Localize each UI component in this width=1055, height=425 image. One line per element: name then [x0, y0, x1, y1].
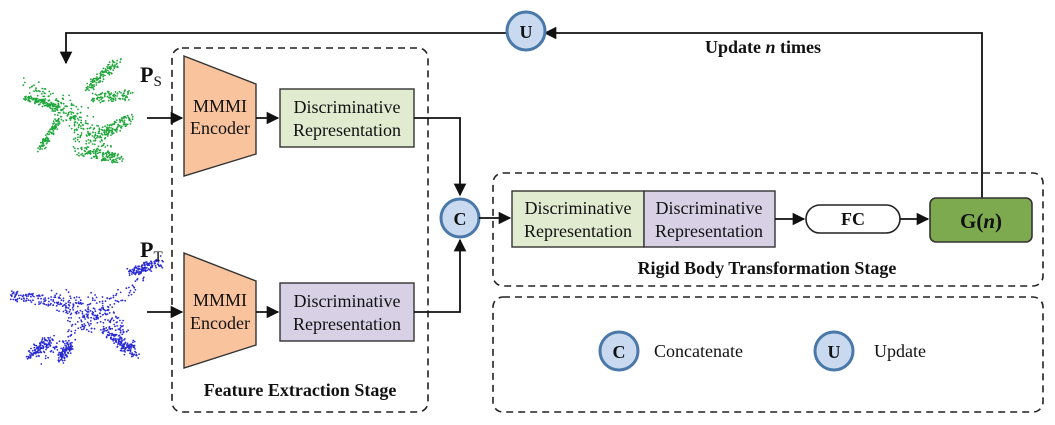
source-repr-line2: Representation [293, 120, 401, 140]
target-label: PT [140, 237, 163, 265]
feature-extraction-stage-box [171, 47, 429, 413]
concat-node: C [439, 197, 481, 239]
legend-box [492, 296, 1044, 413]
source-point-cloud-icon [22, 58, 134, 164]
target-representation: Discriminative Representation [279, 282, 415, 342]
source-representation: Discriminative Representation [279, 88, 415, 148]
legend-update-letter: U [828, 342, 841, 362]
update-node: U [505, 10, 547, 52]
target-encoder: MMMI Encoder [183, 251, 257, 369]
target-repr-line2: Representation [293, 314, 401, 334]
source-to-concat-line [414, 117, 467, 197]
rigid-body-stage-box [492, 172, 1044, 287]
fc-label: FC [841, 209, 865, 229]
rigid-repr-t-line1: Discriminative [656, 198, 763, 218]
source-encoder-line2: Encoder [190, 118, 250, 138]
feature-stage-title: Feature Extraction Stage [204, 380, 397, 400]
feedback-label: Update n times [705, 37, 821, 57]
source-encoder: MMMI Encoder [183, 54, 257, 177]
rigid-repr-s-line1: Discriminative [525, 198, 632, 218]
g-output-label: G(n) [960, 209, 1002, 233]
source-repr-line1: Discriminative [294, 97, 401, 117]
target-encoder-line2: Encoder [190, 313, 250, 333]
target-encoder-line1: MMMI [193, 290, 247, 310]
rigid-target-representation: Discriminative Representation [643, 190, 776, 248]
legend-concat: C Concatenate [598, 330, 743, 372]
target-point-cloud-icon [9, 255, 164, 365]
feedback-line-right [543, 26, 983, 198]
rigid-repr-t-line2: Representation [655, 221, 763, 241]
feedback-line-left [59, 32, 506, 65]
target-to-concat-line [414, 238, 467, 313]
fc-block: FC [805, 204, 901, 234]
target-repr-line1: Discriminative [294, 291, 401, 311]
source-label: PS [140, 62, 162, 90]
rigid-repr-s-line2: Representation [524, 221, 632, 241]
source-encoder-line1: MMMI [193, 96, 247, 116]
rigid-source-representation: Discriminative Representation [511, 190, 645, 248]
update-node-letter: U [520, 22, 533, 42]
legend-update: U Update [813, 330, 926, 372]
legend-concat-letter: C [613, 342, 626, 362]
legend-update-text: Update [874, 341, 926, 361]
g-output-block: G(n) [929, 197, 1033, 243]
rigid-stage-title: Rigid Body Transformation Stage [638, 258, 897, 278]
legend-concat-text: Concatenate [654, 341, 743, 361]
concat-node-letter: C [454, 209, 467, 229]
